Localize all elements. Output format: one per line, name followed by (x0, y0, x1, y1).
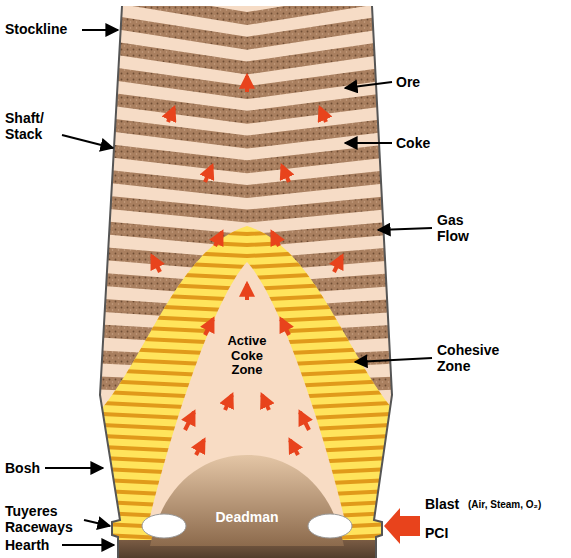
ore-layer (90, 90, 410, 124)
part-label: PCI (425, 525, 448, 541)
ore-layer (90, 116, 410, 149)
ore-layer (90, 142, 410, 173)
gas-flow-arrow (245, 284, 249, 300)
gas-flow-arrow (215, 232, 222, 246)
part-label: Bosh (5, 460, 40, 476)
ore-layer (90, 38, 410, 74)
part-label: Cohesive Zone (437, 342, 517, 374)
gas-flow-arrow (300, 412, 309, 430)
gas-flow-arrow (196, 440, 204, 455)
gas-flow-arrow (205, 319, 213, 335)
cohesive-stripe (80, 215, 414, 223)
ore-layer (90, 194, 410, 223)
coke-zone-region: Active Coke Zone (219, 334, 275, 379)
part-label: Blast (425, 496, 459, 512)
gas-flow-arrow (290, 440, 298, 455)
part-label: Shaft/ Stack (5, 110, 61, 142)
part-label: Stockline (5, 21, 67, 37)
gas-flow-arrow (185, 412, 194, 430)
deadman-region: Deadman (202, 509, 292, 525)
cohesive-stripe (80, 226, 414, 234)
gas-flow-arrow (272, 232, 279, 246)
gas-flow-arrow (281, 319, 289, 335)
part-label: Hearth (5, 537, 49, 553)
part-label: Gas Flow (437, 212, 497, 244)
region-label: Active Coke Zone (219, 334, 275, 379)
ore-layer (90, 168, 410, 198)
region-label: Deadman (202, 509, 292, 525)
gas-flow-arrow (262, 395, 269, 410)
part-label: (Air, Steam, O₂) (468, 499, 541, 511)
gas-flow-arrow (282, 166, 289, 182)
cohesive-stripe (80, 248, 414, 256)
gas-flow-arrow (334, 256, 342, 272)
gas-flow-arrow (152, 256, 160, 272)
cohesive-stripe (80, 237, 414, 245)
gas-flow-arrow (320, 108, 326, 122)
part-label: Ore (396, 74, 420, 90)
gas-flow-arrow (168, 108, 174, 122)
part-label: Tuyeres Raceways (5, 503, 83, 535)
gas-flow-arrow (245, 76, 249, 92)
gas-flow-arrow (205, 166, 212, 182)
ore-layer (90, 64, 410, 99)
ore-layer (90, 12, 410, 50)
part-label: Coke (396, 135, 430, 151)
gas-flow-arrow (225, 395, 232, 410)
